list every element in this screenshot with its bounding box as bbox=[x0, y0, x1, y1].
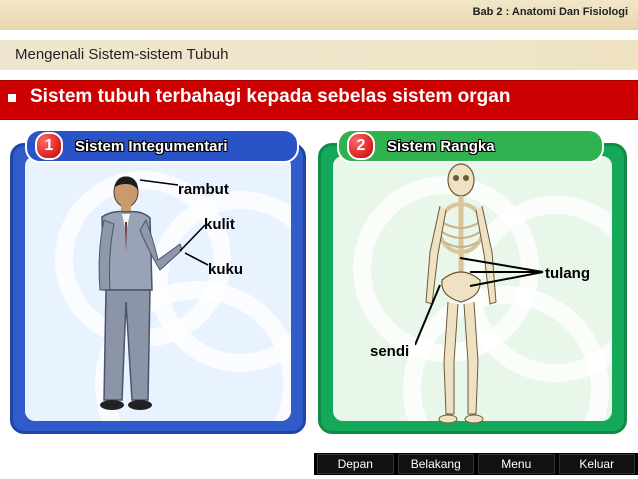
headline-bar bbox=[0, 80, 638, 120]
headline-text: Sistem tubuh terbahagi kepada sebelas si… bbox=[30, 86, 511, 107]
panel-title: Sistem Integumentari bbox=[75, 137, 228, 155]
panel-integumentary-tab[interactable]: 1 Sistem Integumentari bbox=[25, 129, 299, 163]
panel-skeletal-tab[interactable]: 2 Sistem Rangka bbox=[337, 129, 604, 163]
callout-lines-integumentary bbox=[139, 179, 209, 266]
nav-keluar-button[interactable]: Keluar bbox=[558, 454, 635, 474]
nav-menu-button[interactable]: Menu bbox=[478, 454, 555, 474]
callout-lines-skeletal bbox=[415, 257, 544, 346]
bottom-navigation: Depan Belakang Menu Keluar bbox=[314, 453, 638, 475]
label-sendi: sendi bbox=[370, 343, 410, 360]
square-bullet-icon bbox=[8, 94, 16, 102]
page-subtitle: Mengenali Sistem-sistem Tubuh bbox=[15, 46, 229, 63]
chapter-title: Bab 2 : Anatomi Dan Fisiologi bbox=[472, 6, 628, 18]
panel-number-badge: 2 bbox=[347, 132, 375, 160]
top-header-bar bbox=[0, 0, 638, 30]
panel-title: Sistem Rangka bbox=[387, 137, 495, 155]
panel-number-badge: 1 bbox=[35, 132, 63, 160]
label-kulit: kulit bbox=[204, 216, 235, 233]
panel-integumentary-canvas bbox=[25, 156, 291, 421]
label-kuku: kuku bbox=[208, 261, 244, 278]
businessman-illustration bbox=[98, 176, 182, 410]
skeleton-illustration bbox=[425, 163, 497, 424]
panel-integumentary bbox=[10, 143, 306, 434]
nav-belakang-button[interactable]: Belakang bbox=[397, 454, 474, 474]
subtitle-bar bbox=[0, 40, 638, 70]
label-rambut: rambut bbox=[178, 181, 229, 198]
label-tulang: tulang bbox=[545, 265, 590, 282]
nav-depan-button[interactable]: Depan bbox=[317, 454, 394, 474]
